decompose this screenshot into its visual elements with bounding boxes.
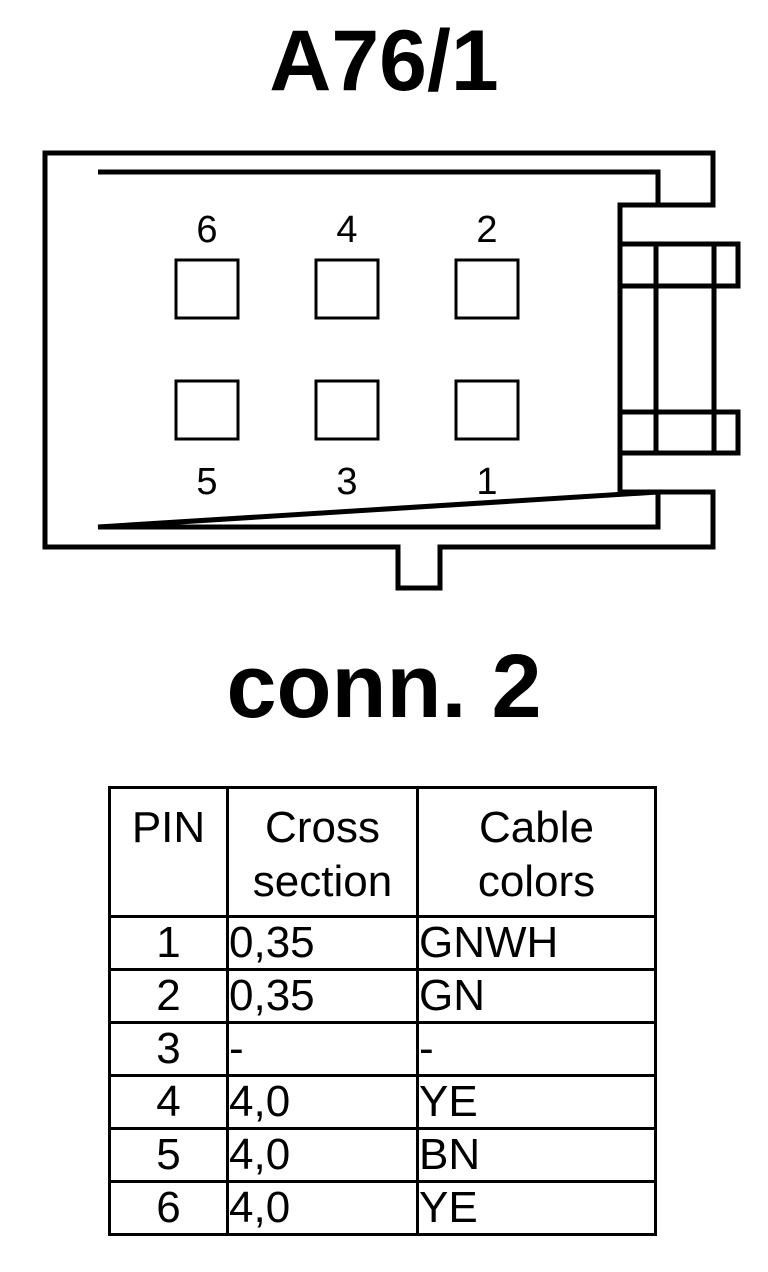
cable-color-cell: GNWH: [416, 915, 657, 971]
table-row: 4 4,0 YE: [108, 1074, 657, 1130]
table-row: 2 0,35 GN: [108, 968, 657, 1024]
pin-cell: 2: [108, 968, 229, 1024]
pin-socket-5: [174, 379, 240, 441]
table-row: 6 4,0 YE: [108, 1180, 657, 1236]
connector-label: conn. 2: [226, 637, 542, 737]
pin-socket-1: [454, 379, 520, 441]
pin-assignment-table: PIN Cross section Cable colors 1 0,35 GN…: [108, 786, 657, 1236]
pin-label-5: 5: [196, 461, 217, 503]
header-color-line2: colors: [477, 857, 596, 906]
cross-section-cell: -: [226, 1021, 419, 1077]
pin-label-4: 4: [336, 209, 357, 251]
pin-socket-6: [174, 258, 240, 320]
pin-label-2: 2: [476, 209, 497, 251]
pin-cell: 5: [108, 1127, 229, 1183]
pin-cell: 6: [108, 1180, 229, 1236]
pin-socket-4: [314, 258, 380, 320]
connector-housing-inner: [97, 169, 661, 530]
pin-label-1: 1: [476, 461, 497, 503]
cable-color-cell: YE: [416, 1180, 657, 1236]
pin-label-6: 6: [196, 209, 217, 251]
cross-section-cell: 4,0: [226, 1074, 419, 1130]
connector-latch: [620, 241, 741, 456]
header-pin: PIN: [108, 786, 229, 918]
pin-label-3: 3: [336, 461, 357, 503]
cross-section-cell: 4,0: [226, 1127, 419, 1183]
header-color-line1: Cable: [479, 803, 594, 852]
cable-color-cell: YE: [416, 1074, 657, 1130]
cross-section-cell: 0,35: [226, 915, 419, 971]
table-row: 3 - -: [108, 1021, 657, 1077]
header-cross-section: Cross section: [226, 786, 419, 918]
cross-section-cell: 0,35: [226, 968, 419, 1024]
cable-color-cell: GN: [416, 968, 657, 1024]
header-cross-line2: section: [252, 857, 393, 906]
cable-color-cell: -: [416, 1021, 657, 1077]
connector-title: A76/1: [269, 13, 499, 109]
header-cross-line1: Cross: [265, 803, 380, 852]
pin-cell: 3: [108, 1021, 229, 1077]
pin-socket-3: [314, 379, 380, 441]
cross-section-cell: 4,0: [226, 1180, 419, 1236]
table-row: 1 0,35 GNWH: [108, 915, 657, 971]
connector-diagram: 6 4 2 5 3 1: [42, 150, 741, 591]
pin-cell: 4: [108, 1074, 229, 1130]
cable-color-cell: BN: [416, 1127, 657, 1183]
pin-cell: 1: [108, 915, 229, 971]
connector-housing-outer: [42, 150, 716, 591]
header-cable-colors: Cable colors: [416, 786, 657, 918]
table-header-row: PIN Cross section Cable colors: [108, 786, 657, 918]
pin-socket-2: [454, 258, 520, 320]
table-row: 5 4,0 BN: [108, 1127, 657, 1183]
